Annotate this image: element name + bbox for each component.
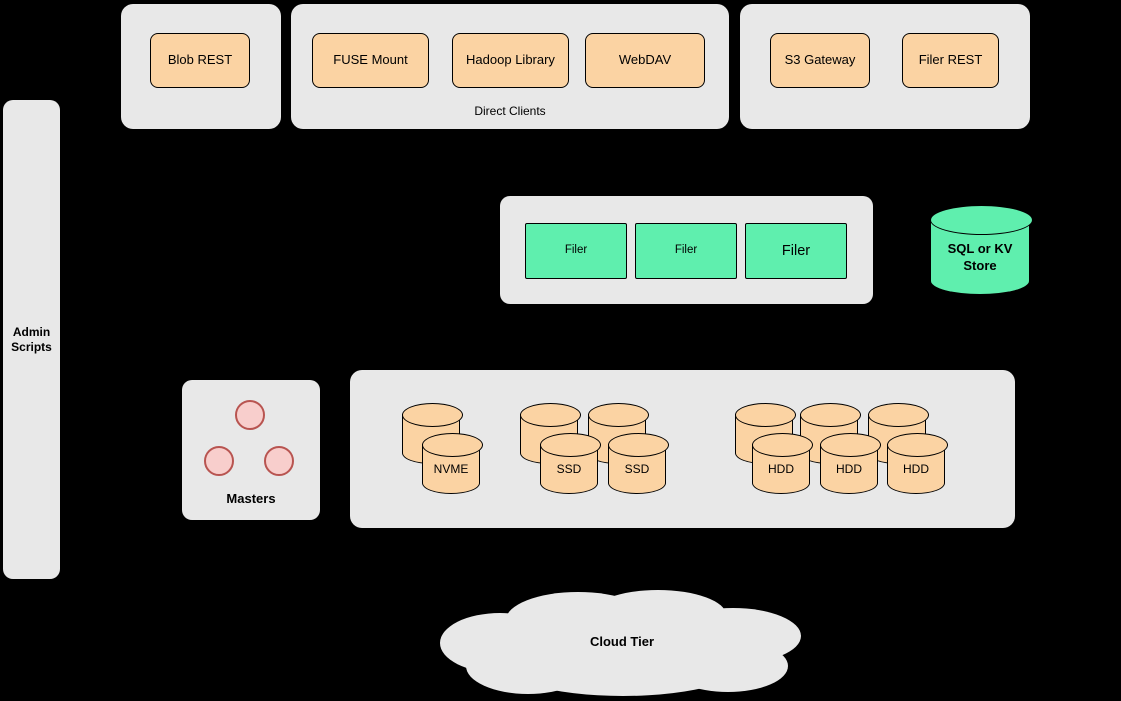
- webdav-node: WebDAV: [585, 33, 705, 88]
- master-node-circle: [264, 446, 294, 476]
- filer-label: Filer: [674, 244, 698, 257]
- cloud-icon: [440, 590, 801, 696]
- fuse-mount-label: FUSE Mount: [333, 52, 408, 68]
- filer-node: Filer: [745, 223, 847, 279]
- blob-rest-node: Blob REST: [150, 33, 250, 88]
- masters-group: Masters: [182, 380, 320, 520]
- filer-label: Filer: [564, 244, 588, 257]
- volume-servers-group: NVME SSD SSD HDD HDD HDD: [350, 370, 1015, 528]
- ssd-label: SSD: [556, 462, 582, 476]
- hadoop-library-node: Hadoop Library: [452, 33, 569, 88]
- gateway-group: S3 Gateway Filer REST: [740, 4, 1030, 129]
- sql-kv-store-cylinder: SQL or KV Store: [929, 205, 1033, 295]
- sql-kv-store-label: SQL or KV Store: [947, 241, 1013, 273]
- hdd-disk-cylinder: HDD: [886, 433, 948, 494]
- hdd-label: HDD: [768, 462, 794, 476]
- admin-scripts-label: Admin Scripts: [11, 324, 52, 354]
- cloud-tier: Cloud Tier: [438, 588, 806, 701]
- hadoop-library-label: Hadoop Library: [466, 52, 555, 68]
- filer-group: Filer Filer Filer: [500, 196, 873, 304]
- filer-node: Filer: [525, 223, 627, 279]
- blob-client-group: Blob REST: [121, 4, 281, 129]
- filer-node: Filer: [635, 223, 737, 279]
- masters-caption: Masters: [226, 491, 276, 506]
- webdav-label: WebDAV: [618, 52, 672, 68]
- ssd-label: SSD: [624, 462, 650, 476]
- hdd-label: HDD: [836, 462, 862, 476]
- cloud-tier-label: Cloud Tier: [589, 634, 655, 649]
- hdd-label: HDD: [903, 462, 929, 476]
- s3-gateway-node: S3 Gateway: [770, 33, 870, 88]
- ssd-disk-cylinder: SSD: [607, 433, 669, 494]
- master-node-circle: [204, 446, 234, 476]
- hdd-disk-cylinder: HDD: [751, 433, 813, 494]
- fuse-mount-node: FUSE Mount: [312, 33, 429, 88]
- admin-scripts-panel: Admin Scripts: [3, 100, 60, 579]
- blob-rest-label: Blob REST: [167, 52, 233, 68]
- direct-clients-caption: Direct Clients: [474, 104, 546, 118]
- filer-rest-label: Filer REST: [918, 52, 983, 68]
- direct-clients-group: FUSE Mount Hadoop Library WebDAV Direct …: [291, 4, 729, 129]
- nvme-disk-cylinder: NVME: [421, 433, 483, 494]
- master-node-circle: [235, 400, 265, 430]
- hdd-disk-cylinder: HDD: [819, 433, 881, 494]
- ssd-disk-cylinder: SSD: [539, 433, 601, 494]
- filer-label: Filer: [781, 242, 811, 259]
- nvme-label: NVME: [433, 462, 469, 476]
- s3-gateway-label: S3 Gateway: [784, 52, 856, 68]
- filer-rest-node: Filer REST: [902, 33, 999, 88]
